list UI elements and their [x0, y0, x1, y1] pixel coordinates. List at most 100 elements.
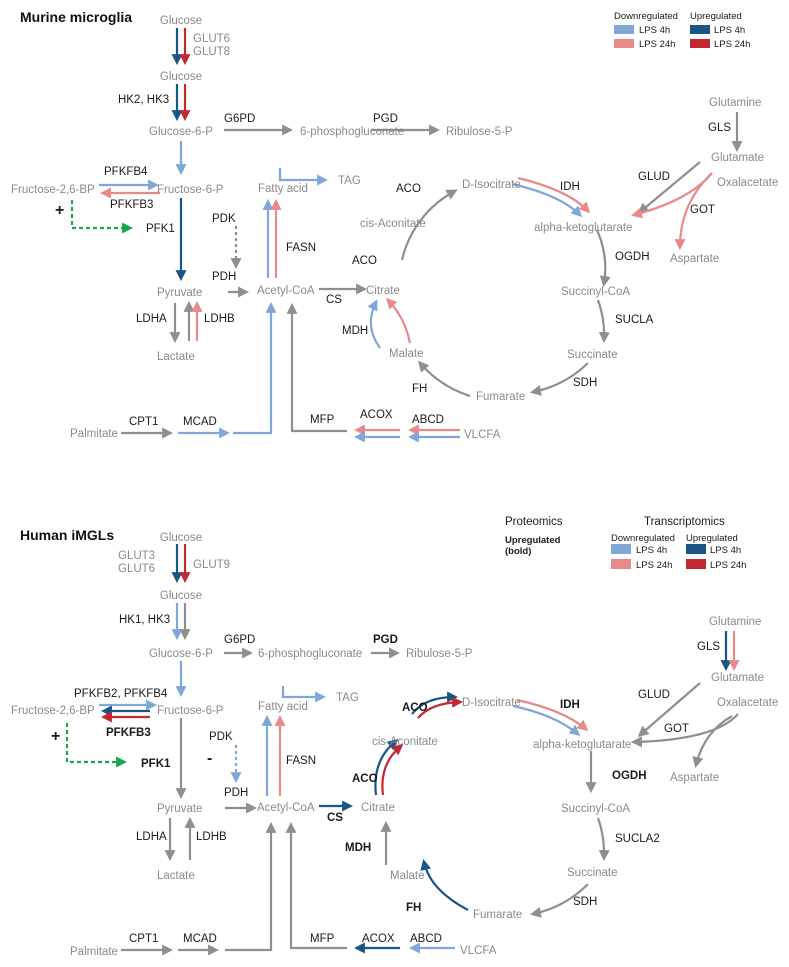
enzyme-pgd: PGD [373, 634, 398, 646]
enzyme-mdh: MDH [345, 842, 371, 854]
enzyme-pfkfb2-pfkfb4: PFKFB2, PFKFB4 [74, 688, 168, 700]
legend-downregulated: Downregulated [611, 533, 675, 544]
enzyme-glut9: GLUT9 [193, 559, 230, 571]
metabolite-aspartate: Aspartate [670, 253, 719, 265]
enzyme-mcad: MCAD [183, 416, 217, 428]
metabolite-glutamate: Glutamate [711, 672, 764, 684]
enzyme-gls: GLS [697, 641, 720, 653]
arrow-mdh-down24h [385, 297, 412, 344]
enzyme-pfkfb4: PFKFB4 [104, 166, 148, 178]
metabolite-glucose-6-p: Glucose-6-P [149, 648, 213, 660]
arrow-got-to-aspartate [692, 715, 733, 768]
arrow-aco-isocitrate-up4h [411, 691, 459, 715]
enzyme-pfkfb3: PFKFB3 [110, 199, 153, 211]
legend-upregulated: Upregulated [690, 11, 742, 22]
arrow-fattyacid-to-tag-down4h [281, 686, 327, 703]
enzyme-aco-citrate: ACO [352, 255, 377, 267]
enzyme-aco-citrate: ACO [352, 773, 378, 785]
metabolite-succinate: Succinate [567, 349, 618, 361]
legend-label-down-24h: LPS 24h [639, 39, 675, 50]
legend-label-up-24h: LPS 24h [710, 560, 746, 571]
metabolite-fructose-6-p: Fructose-6-P [157, 705, 224, 717]
metabolite-vlcfa: VLCFA [464, 429, 501, 441]
pathway-arrows [70, 28, 743, 443]
metabolite-citrate: Citrate [361, 802, 395, 814]
enzyme-pfk1: PFK1 [141, 758, 171, 770]
legend-upregulated: Upregulated [686, 533, 738, 544]
metabolite-6-phosphogluconate: 6-phosphogluconate [258, 648, 362, 660]
arrow-sucla2 [596, 817, 610, 862]
legend-swatch-down-24h [614, 39, 634, 48]
enzyme-mfp: MFP [310, 933, 335, 945]
arrow-got-transamination [630, 713, 739, 748]
legend-transcriptomics-heading: Transcriptomics [644, 516, 725, 528]
panel-human-imgls: Human iMGLs Proteomics Upregulated(bold)… [11, 516, 778, 958]
metabolite-fumarate: Fumarate [476, 391, 525, 403]
enzyme-pgd: PGD [373, 113, 398, 125]
arrow-aco-citrate-to-cisaconitate [400, 189, 458, 261]
arrow-idh-down24h [516, 698, 589, 731]
legend-downregulated: Downregulated [614, 11, 678, 22]
legend-swatch-up-24h [686, 559, 706, 569]
arrow-got-to-aspartate-down24h [674, 174, 711, 251]
metabolite-fructose-2-6-bp: Fructose-2,6-BP [11, 705, 95, 717]
metabolite-d-isocitrate: D-Isocitrate [462, 179, 521, 191]
metabolite-glutamine: Glutamine [709, 97, 761, 109]
metabolite-malate: Malate [389, 348, 424, 360]
enzyme-aco-isocitrate: ACO [396, 183, 421, 195]
metabolite-alpha-ketoglutarate: alpha-ketoglutarate [534, 222, 632, 234]
enzyme-mfp: MFP [310, 414, 335, 426]
enzyme-cs: CS [327, 812, 343, 824]
enzyme-ogdh: OGDH [612, 770, 647, 782]
metabolite-palmitate: Palmitate [70, 946, 118, 958]
legend-label-down-24h: LPS 24h [636, 560, 672, 571]
metabolite-fatty-acid: Fatty acid [258, 701, 308, 713]
legend: Downregulated Upregulated LPS 4h LPS 4h … [614, 11, 750, 50]
metabolite-palmitate: Palmitate [70, 428, 118, 440]
metabolite-lactate: Lactate [157, 351, 195, 363]
legend-proteomics-heading: Proteomics [505, 516, 563, 528]
enzyme-sucla2: SUCLA2 [615, 833, 660, 845]
metabolite-fumarate: Fumarate [473, 909, 522, 921]
legend-swatch-down-24h [611, 559, 631, 569]
enzyme-acox: ACOX [360, 409, 393, 421]
enzyme-ldha: LDHA [136, 313, 167, 325]
enzyme-cs: CS [326, 294, 342, 306]
panel-title: Murine microglia [20, 9, 132, 25]
metabolite-alpha-ketoglutarate: alpha-ketoglutarate [533, 739, 631, 751]
panel-title: Human iMGLs [20, 527, 114, 543]
panel-murine-microglia: Murine microglia Downregulated Upregulat… [11, 9, 778, 443]
enzyme-pdk: PDK [209, 731, 233, 743]
metabolite-cis-aconitate: cis-Aconitate [360, 218, 426, 230]
arrow-sdh [529, 883, 589, 918]
arrow-aco-citrate-up24h [381, 744, 404, 796]
legend: Proteomics Upregulated(bold) Transcripto… [505, 516, 746, 571]
arrow-aco-isocitrate-up24h [417, 696, 464, 719]
metabolite-acetyl-coa: Acetyl-CoA [257, 285, 315, 297]
enzyme-hexokinase: HK1, HK3 [119, 614, 170, 626]
arrow-ogdh [595, 229, 611, 288]
enzyme-ldhb: LDHB [204, 313, 235, 325]
enzyme-pfkfb3: PFKFB3 [106, 727, 151, 739]
metabolite-fatty-acid: Fatty acid [258, 183, 308, 195]
legend-label-up-4h: LPS 4h [710, 545, 741, 556]
metabolite-pyruvate: Pyruvate [157, 287, 202, 299]
arrow-beta-oxidation-to-acetylcoa [225, 821, 277, 952]
enzyme-hexokinase: HK2, HK3 [118, 94, 169, 106]
metabolite-fructose-6-p: Fructose-6-P [157, 184, 224, 196]
arrow-beta-oxidation-to-acetylcoa-down4h [233, 301, 277, 435]
legend-swatch-up-4h [690, 25, 710, 34]
metabolite-oxaloacetate: Oxalacetate [717, 697, 778, 709]
arrow-fattyacid-to-tag-down4h [278, 168, 329, 186]
activation-plus-sign: + [51, 728, 60, 745]
metabolite-aspartate: Aspartate [670, 772, 719, 784]
metabolite-6-phosphogluconate: 6-phosphogluconate [300, 126, 404, 138]
metabolite-succinyl-coa: Succinyl-CoA [561, 286, 630, 298]
legend-proteomics-upregulated-bold: Upregulated(bold) [505, 535, 561, 557]
metabolite-cis-aconitate: cis-Aconitate [372, 736, 438, 748]
metabolite-succinate: Succinate [567, 867, 618, 879]
pathway-arrows [65, 544, 740, 956]
arrow-fh-up4h [420, 858, 469, 911]
arrow-f26bp-activates-pfk1 [65, 723, 128, 768]
